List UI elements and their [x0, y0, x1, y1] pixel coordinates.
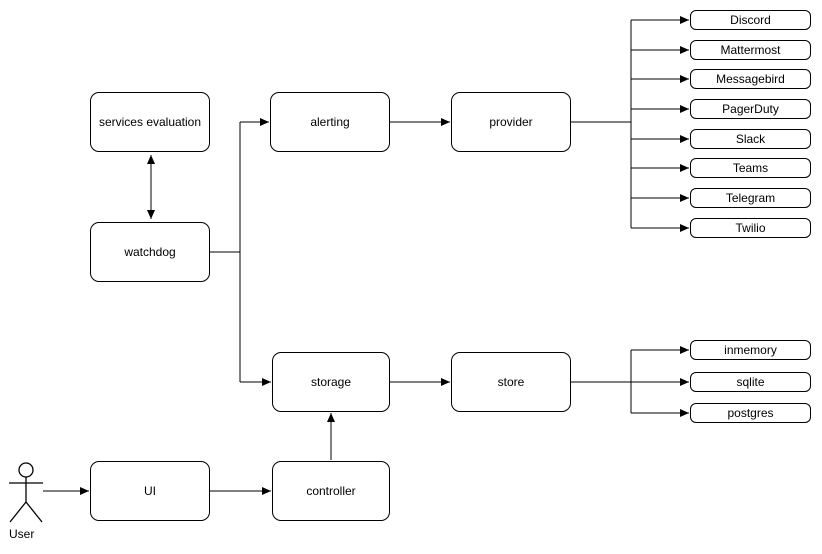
- leaf-label: Teams: [732, 161, 769, 175]
- leaf-label: Twilio: [735, 221, 766, 235]
- leaf-label: Mattermost: [720, 43, 781, 57]
- leaf-postgres: postgres: [690, 403, 811, 423]
- leaf-slack: Slack: [690, 129, 811, 149]
- node-label: UI: [144, 483, 156, 498]
- leaf-inmemory: inmemory: [690, 340, 811, 360]
- node-watchdog: watchdog: [90, 222, 210, 282]
- leaf-label: PagerDuty: [722, 102, 779, 116]
- edges: [43, 16, 689, 495]
- leaf-label: sqlite: [736, 375, 765, 389]
- node-label: storage: [310, 374, 352, 389]
- user-actor-icon: [9, 462, 43, 523]
- leaf-label: Slack: [735, 132, 766, 146]
- node-store: store: [451, 352, 571, 412]
- leaf-label: Messagebird: [716, 72, 785, 86]
- node-ui: UI: [90, 461, 210, 521]
- node-label: services evaluation: [98, 114, 202, 129]
- leaf-messagebird: Messagebird: [690, 69, 811, 89]
- node-label: watchdog: [124, 244, 176, 259]
- node-label: alerting: [310, 114, 350, 129]
- node-label: provider: [489, 114, 533, 129]
- leaf-label: Telegram: [725, 191, 776, 205]
- user-actor-label: User: [9, 527, 35, 541]
- node-provider: provider: [451, 92, 571, 152]
- node-alerting: alerting: [270, 92, 390, 152]
- node-services-evaluation: services evaluation: [90, 92, 210, 152]
- leaf-mattermost: Mattermost: [690, 40, 811, 60]
- leaf-sqlite: sqlite: [690, 372, 811, 392]
- leaf-label: inmemory: [724, 343, 777, 357]
- node-label: store: [497, 374, 525, 389]
- leaf-teams: Teams: [690, 158, 811, 178]
- leaf-pagerduty: PagerDuty: [690, 99, 811, 119]
- node-storage: storage: [272, 352, 390, 412]
- leaf-discord: Discord: [690, 10, 811, 30]
- leaf-label: Discord: [730, 13, 771, 27]
- leaf-label: postgres: [727, 406, 774, 420]
- node-controller: controller: [272, 461, 390, 521]
- leaf-telegram: Telegram: [690, 188, 811, 208]
- node-label: controller: [306, 483, 356, 498]
- leaf-twilio: Twilio: [690, 218, 811, 238]
